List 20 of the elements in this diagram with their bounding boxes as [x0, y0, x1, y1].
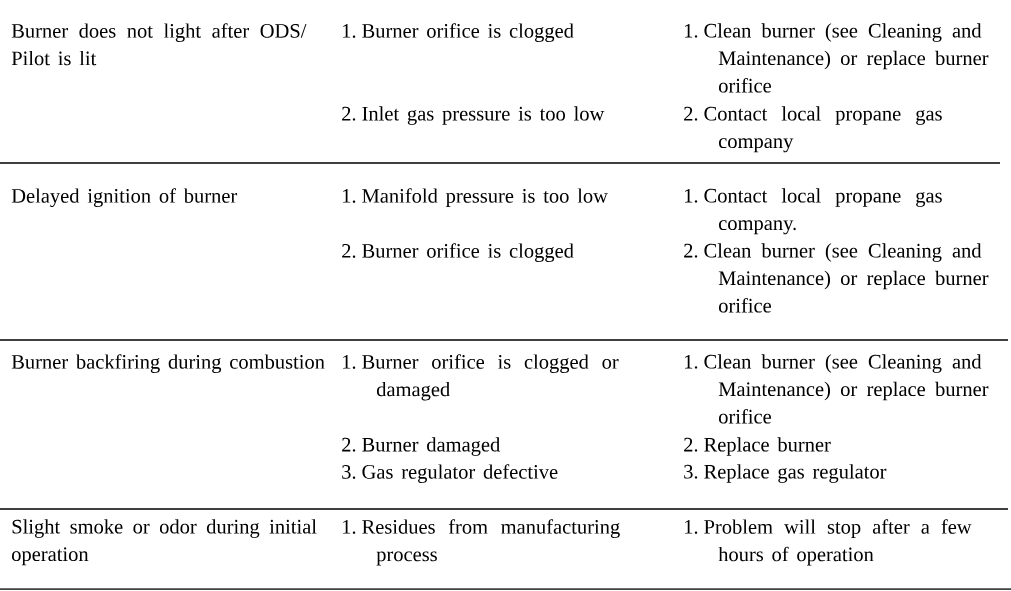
- remedy-text: 1. Contact local propane gas company.: [685, 188, 942, 235]
- cause-text: 1. Manifold pressure is too low: [343, 188, 608, 207]
- cause-text: 3. Gas regulator defective: [342, 464, 558, 484]
- remedy-text: 2. Contact local propane gas company: [684, 106, 942, 153]
- problem-text: Burner backfiring during combustion: [11, 354, 325, 374]
- problem-text: Slight smoke or odor during initial operation: [12, 519, 317, 566]
- cause-text: 1. Burner orifice is clogged or damaged: [343, 354, 619, 401]
- remedy-text: 3. Replace gas regulator: [684, 464, 887, 483]
- cause-text: 1. Residues from manufacturing process: [343, 519, 620, 566]
- cause-text: 2. Burner damaged: [342, 437, 501, 456]
- remedy-text: 2. Replace burner: [684, 437, 831, 456]
- cause-text: 2. Burner orifice is clogged: [342, 243, 574, 263]
- remedy-text: 2. Clean burner (see Cleaning and Maintenance) or replace burner orifice: [684, 243, 989, 313]
- problem-text: Burner does not light after ODS/ Pilot is lit: [11, 23, 307, 66]
- problem-text: Delayed ignition of burner: [11, 188, 238, 208]
- remedy-text: 1. Problem will stop after a few hours of operation: [685, 519, 972, 566]
- cause-text: 1. Burner orifice is clogged: [343, 23, 574, 43]
- remedy-text: 1. Clean burner (see Cleaning and Maintenance) or replace burner orifice: [685, 23, 989, 93]
- cause-text: 2. Inlet gas pressure is too low: [342, 106, 605, 125]
- remedy-text: 1. Clean burner (see Cleaning and Maintenance) or replace burner orifice: [685, 354, 989, 424]
